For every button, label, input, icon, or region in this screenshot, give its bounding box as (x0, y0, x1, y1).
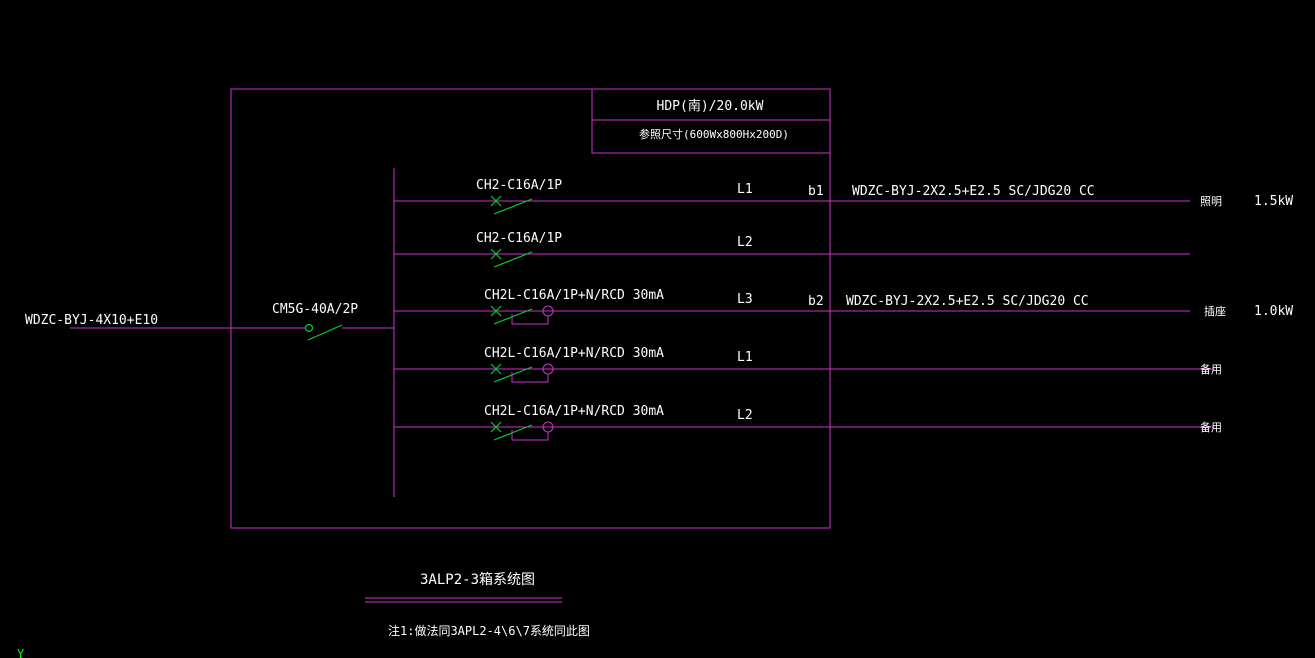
panel-name: HDP(南)/20.0kW (657, 98, 764, 114)
breaker-label: CH2L-C16A/1P+N/RCD 30mA (484, 288, 664, 303)
load-name-label: 备用 (1200, 362, 1222, 376)
load-name-label: 照明 (1200, 195, 1222, 208)
breaker-label: CH2-C16A/1P (476, 178, 562, 193)
breaker-label: CH2-C16A/1P (476, 231, 562, 246)
breaker-symbol[interactable] (490, 305, 554, 325)
phase-label: L3 (737, 292, 753, 307)
phase-label: L1 (737, 350, 753, 365)
diagram-title: 3ALP2-3箱系统图 (420, 572, 535, 588)
breaker-symbol[interactable] (490, 363, 554, 383)
rcd-trip-link (511, 430, 549, 441)
breaker-label: CH2L-C16A/1P+N/RCD 30mA (484, 346, 664, 361)
breaker-cross-b (490, 248, 502, 260)
load-power-label: 1.5kW (1254, 194, 1293, 209)
breaker-blade (493, 198, 533, 215)
rcd-trip-link (511, 314, 549, 325)
breaker-cross-b (490, 421, 502, 433)
panel-enclosure (230, 88, 831, 529)
circuit-row: CH2L-C16A/1P+N/RCD 30mA L3 b2 WDZC-BYJ-2X2.… (394, 288, 1293, 325)
breaker-blade (493, 251, 533, 268)
ucs-y-axis-label: Y (17, 647, 25, 658)
drawing-note: 注1:做法同3APL2-4\6\7系统同此图 (388, 623, 590, 638)
cable-spec-label: WDZC-BYJ-2X2.5+E2.5 SC/JDG20 CC (852, 184, 1095, 199)
breaker-symbol[interactable] (490, 421, 554, 441)
panel-size: 参照尺寸(600Wx800Hx200D) (639, 127, 789, 141)
circuit-row: CH2L-C16A/1P+N/RCD 30mA L1 备用 (394, 346, 1222, 383)
breaker-blade (493, 366, 533, 383)
cable-spec-label: WDZC-BYJ-2X2.5+E2.5 SC/JDG20 CC (846, 294, 1089, 309)
breaker-blade (493, 308, 533, 325)
load-name-label: 备用 (1200, 420, 1222, 434)
phase-label: L2 (737, 408, 753, 423)
breaker-cross-b (490, 195, 502, 207)
breaker-label: CH2L-C16A/1P+N/RCD 30mA (484, 404, 664, 419)
breaker-symbol[interactable] (490, 248, 533, 268)
rcd-trip-link (511, 372, 549, 383)
breaker-blade (493, 424, 533, 441)
breaker-cross-b (490, 363, 502, 375)
circuit-row: CH2L-C16A/1P+N/RCD 30mA L2 备用 (394, 404, 1222, 441)
main-breaker-symbol[interactable] (304, 323, 343, 341)
phase-label: L1 (737, 182, 753, 197)
circuit-row: CH2-C16A/1P L1 b1 WDZC-BYJ-2X2.5+E2.5 SC/JD… (394, 178, 1293, 215)
load-name-label: 插座 (1204, 304, 1226, 318)
circuit-id-label: b1 (808, 184, 824, 199)
phase-label: L2 (737, 235, 753, 250)
breaker-cross-b (490, 305, 502, 317)
breaker-symbol[interactable] (490, 195, 533, 215)
circuit-row: CH2-C16A/1P L2 (394, 231, 1190, 268)
circuit-id-label: b2 (808, 294, 824, 309)
incoming-cable-label: WDZC-BYJ-4X10+E10 (25, 313, 158, 328)
panel-title-block (591, 88, 831, 154)
load-power-label: 1.0kW (1254, 304, 1293, 319)
main-breaker-label: CM5G-40A/2P (272, 302, 358, 317)
